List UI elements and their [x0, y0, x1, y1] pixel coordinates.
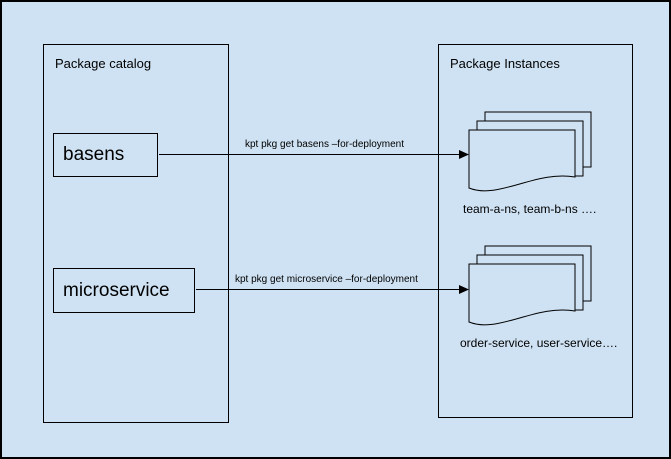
package-instances-box: Package Instances [438, 44, 633, 418]
arrow-microservice [196, 285, 469, 294]
package-catalog-box: Package catalog [43, 44, 229, 423]
instances-caption-services: order-service, user-service…. [460, 336, 618, 350]
package-node-basens: basens [53, 133, 158, 177]
instances-caption-namespaces: team-a-ns, team-b-ns …. [463, 202, 597, 216]
package-instances-title: Package Instances [450, 56, 560, 71]
package-node-basens-label: basens [63, 144, 125, 165]
package-catalog-title: Package catalog [55, 56, 152, 71]
package-node-microservice-label: microservice [63, 279, 170, 301]
package-node-microservice: microservice [53, 268, 195, 313]
arrow-label-basens: kpt pkg get basens –for-deployment [245, 139, 404, 150]
arrow-label-microservice: kpt pkg get microservice –for-deployment [235, 274, 418, 285]
